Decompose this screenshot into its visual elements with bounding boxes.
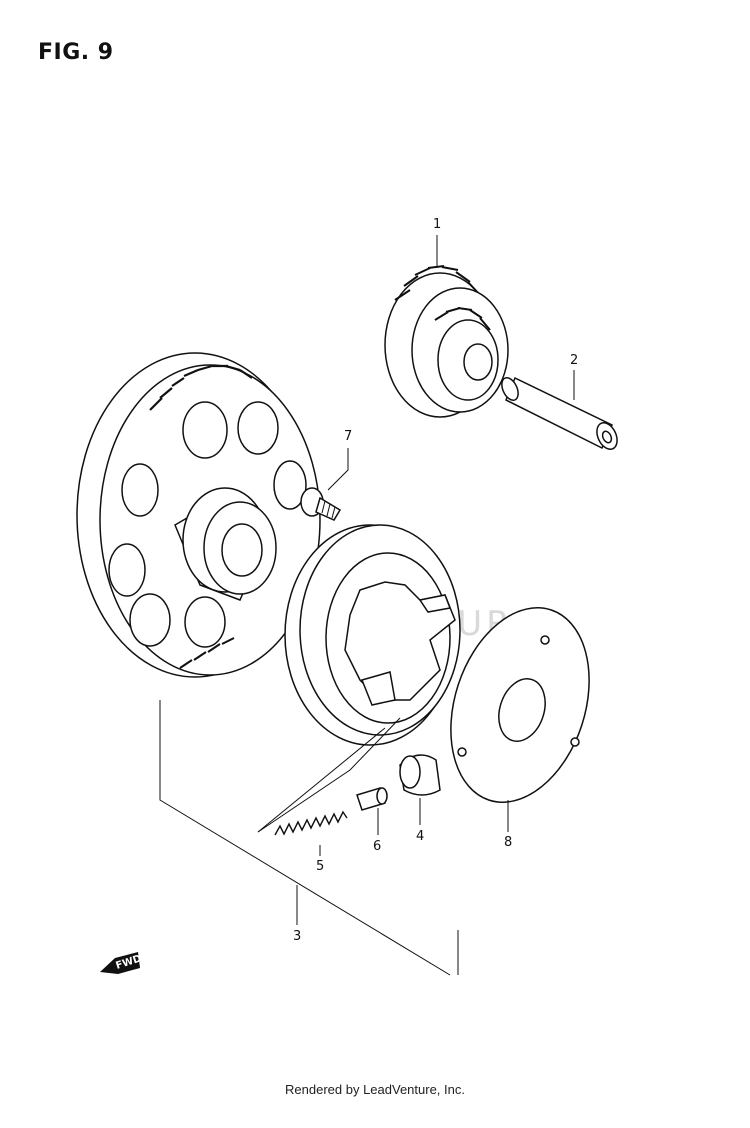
thrust-washer[interactable] bbox=[427, 590, 612, 820]
clutch-housing[interactable] bbox=[284, 524, 461, 746]
starter-driven-gear[interactable] bbox=[76, 352, 321, 678]
callout-7: 7 bbox=[344, 429, 352, 444]
shaft[interactable] bbox=[499, 375, 621, 452]
callout-5: 5 bbox=[316, 859, 324, 874]
plunger[interactable] bbox=[356, 787, 388, 811]
roller[interactable] bbox=[399, 754, 441, 796]
idle-gear[interactable] bbox=[384, 265, 509, 418]
bolt[interactable] bbox=[300, 487, 342, 521]
footer-credit: Rendered by LeadVenture, Inc. bbox=[285, 1082, 465, 1097]
forward-arrow-icon: FWD bbox=[100, 952, 143, 974]
figure-title: FIG. 9 bbox=[38, 40, 114, 65]
callout-1: 1 bbox=[433, 217, 441, 232]
callout-3: 3 bbox=[293, 929, 301, 944]
spring[interactable] bbox=[274, 810, 348, 836]
callout-2: 2 bbox=[570, 353, 578, 368]
leader-lines bbox=[159, 235, 575, 976]
callout-4: 4 bbox=[416, 829, 424, 844]
callout-8: 8 bbox=[504, 835, 512, 850]
callout-6: 6 bbox=[373, 839, 381, 854]
